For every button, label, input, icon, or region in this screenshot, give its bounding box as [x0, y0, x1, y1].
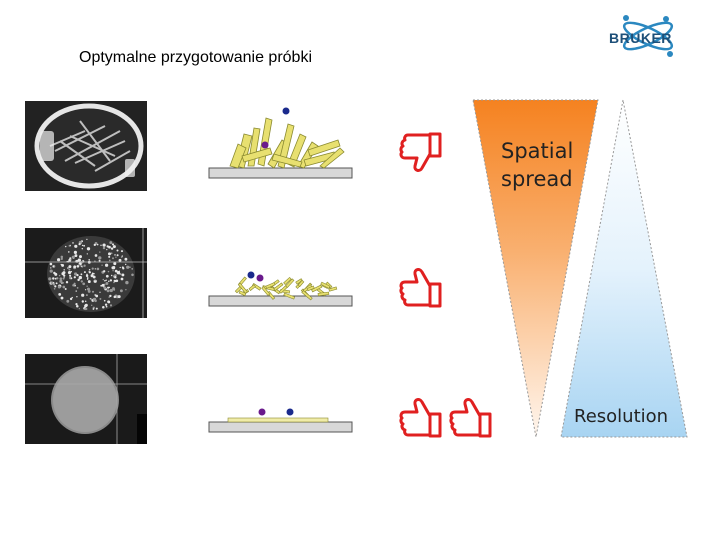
- spatial-spread-triangle: [472, 99, 599, 438]
- spatial-label-line-1: Spatial: [501, 139, 574, 163]
- thumbs-up-icon: [446, 392, 496, 447]
- tradeoff-triangles: [470, 96, 692, 445]
- resolution-triangle: [560, 99, 688, 438]
- spatial-label-line-2: spread: [501, 167, 573, 191]
- sample-photo-1: [25, 101, 147, 191]
- sample-diagram-large-crystals: [208, 104, 354, 185]
- atom-logo-icon: [622, 15, 674, 57]
- sample-photo-2: [25, 228, 147, 318]
- thumbs-up-icon: [396, 392, 446, 447]
- logo-text: BRUKER: [609, 30, 672, 46]
- thumbs-down-icon: [396, 128, 446, 183]
- slide-title: Optymalne przygotowanie próbki: [79, 49, 313, 66]
- sample-diagram-thin-film: [208, 406, 354, 439]
- resolution-label: Resolution: [574, 406, 669, 427]
- spatial-label: Spatial spread: [501, 137, 573, 193]
- thumbs-up-icon: [396, 262, 446, 317]
- sample-diagram-small-crystals: [208, 268, 354, 313]
- bruker-logo: BRUKER: [604, 12, 696, 62]
- sample-photo-3: [25, 354, 147, 444]
